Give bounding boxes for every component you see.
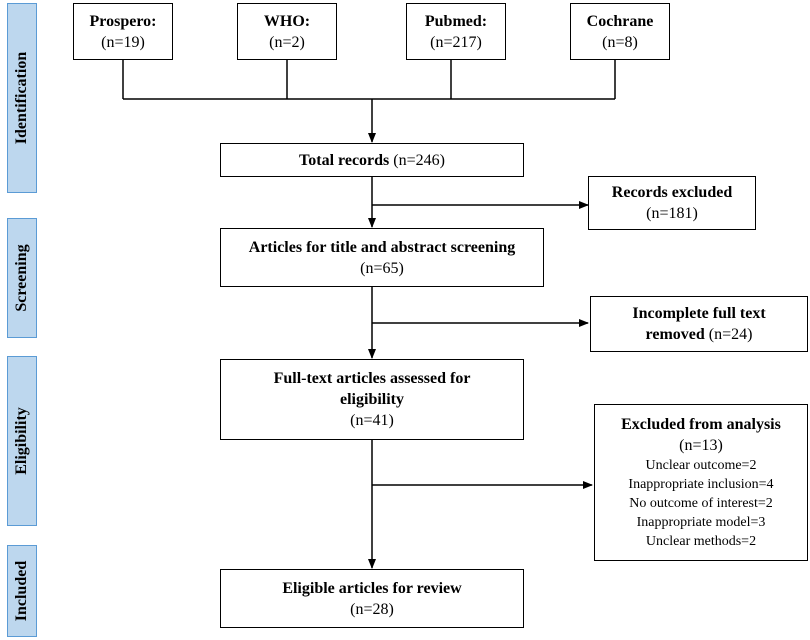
screening-label: Articles for title and abstract screenin… [248, 238, 516, 256]
records-excluded-label: Records excluded [611, 184, 733, 201]
source-prospero-count: (n=19) [101, 33, 145, 51]
stage-screening: Screening [7, 218, 37, 338]
fulltext-count: (n=41) [350, 412, 394, 429]
source-who: WHO: (n=2) [237, 3, 337, 60]
source-prospero-name: Prospero: [89, 12, 157, 30]
total-records-box: Total records (n=246) [220, 143, 524, 177]
exclusion-reason: Inappropriate inclusion=4 [628, 477, 774, 492]
fulltext-box: Full-text articles assessed for eligibil… [220, 359, 524, 440]
source-pubmed-name: Pubmed: [424, 12, 488, 30]
source-cochrane-name: Cochrane [586, 12, 654, 30]
incomplete-label-line1: Incomplete full text [632, 305, 766, 322]
excluded-analysis-count: (n=13) [679, 437, 723, 454]
screening-box: Articles for title and abstract screenin… [220, 228, 544, 287]
records-excluded-box: Records excluded (n=181) [588, 176, 756, 230]
source-who-name: WHO: [263, 12, 311, 30]
total-records-label: Total records [299, 151, 390, 169]
screening-count: (n=65) [360, 259, 404, 277]
source-prospero: Prospero: (n=19) [73, 3, 173, 60]
incomplete-label-line2: removed [645, 326, 705, 343]
included-count: (n=28) [350, 600, 394, 618]
excluded-analysis-box: Excluded from analysis (n=13) Unclear ou… [594, 404, 808, 561]
stage-eligibility: Eligibility [7, 356, 37, 526]
incomplete-removed-box: Incomplete full text removed (n=24) [590, 296, 808, 352]
stage-identification: Identification [7, 3, 37, 193]
incomplete-count: (n=24) [708, 326, 753, 343]
source-pubmed: Pubmed: (n=217) [406, 3, 506, 60]
exclusion-reason: Inappropriate model=3 [636, 515, 766, 530]
exclusion-reason: Unclear methods=2 [645, 534, 757, 549]
included-label: Eligible articles for review [282, 579, 462, 597]
stage-included: Included [7, 545, 37, 637]
source-cochrane: Cochrane (n=8) [570, 3, 670, 60]
fulltext-label-line2: eligibility [340, 391, 404, 408]
source-who-count: (n=2) [269, 33, 305, 51]
records-excluded-count: (n=181) [646, 205, 698, 222]
source-pubmed-count: (n=217) [430, 33, 482, 51]
included-box: Eligible articles for review (n=28) [220, 569, 524, 628]
fulltext-label-line1: Full-text articles assessed for [273, 370, 471, 387]
exclusion-reason: Unclear outcome=2 [645, 458, 757, 473]
source-cochrane-count: (n=8) [602, 33, 638, 51]
exclusion-reason: No outcome of interest=2 [629, 496, 773, 511]
total-records-count: (n=246) [393, 151, 445, 169]
excluded-analysis-label: Excluded from analysis [621, 416, 781, 433]
